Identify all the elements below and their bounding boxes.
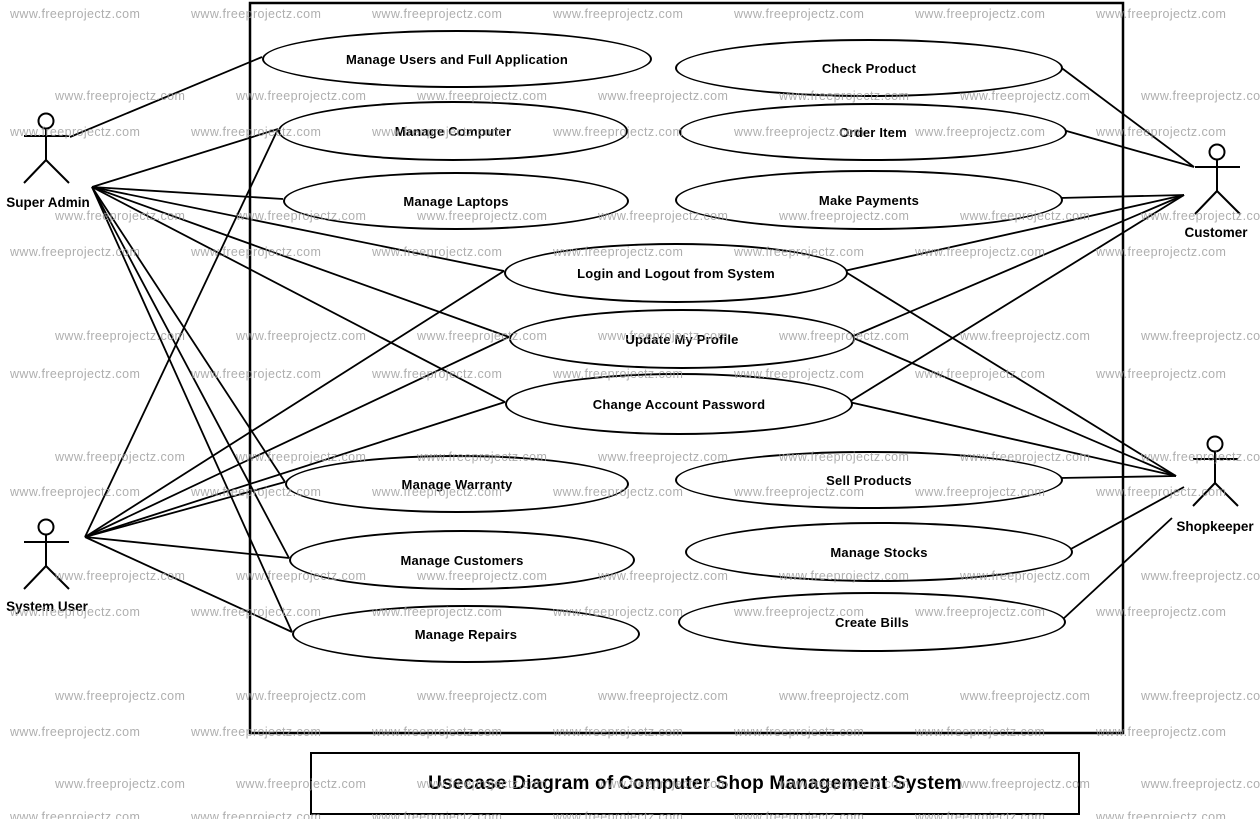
usecase-check-product: Check Product	[675, 39, 1063, 97]
association-customer--make-payments	[1058, 194, 1185, 199]
actor-label-shopkeeper: Shopkeeper	[1176, 519, 1254, 534]
usecase-login-logout: Login and Logout from System	[504, 243, 848, 303]
association-customer--change-password	[848, 194, 1185, 403]
actor-body-customer	[1194, 159, 1241, 215]
actor-head-super-admin	[37, 112, 55, 130]
association-shopkeeper--sell-products	[1058, 475, 1177, 479]
system-boundary	[248, 1, 1125, 735]
actor-body-shopkeeper	[1192, 451, 1239, 507]
association-system-user--manage-warranty	[84, 481, 286, 538]
association-system-user--login-logout	[84, 270, 505, 538]
actor-figure-super-admin	[23, 112, 70, 184]
association-super-admin--manage-customers	[91, 186, 290, 559]
association-system-user--change-password	[84, 401, 506, 538]
association-customer--login-logout	[843, 194, 1185, 272]
association-super-admin--login-logout	[91, 186, 505, 272]
actor-figure-customer	[1194, 143, 1241, 215]
actor-label-system-user: System User	[6, 599, 88, 614]
association-customer--order-item	[1062, 129, 1195, 168]
association-system-user--update-profile	[84, 336, 510, 538]
association-super-admin--manage-users	[69, 56, 263, 138]
actor-label-super-admin: Super Admin	[6, 195, 90, 210]
actor-body-system-user	[23, 534, 70, 590]
actor-body-super-admin	[23, 128, 70, 184]
association-shopkeeper--manage-stocks	[1068, 486, 1185, 551]
association-shopkeeper--login-logout	[843, 270, 1177, 477]
actor-head-system-user	[37, 518, 55, 536]
association-super-admin--manage-repairs	[91, 186, 293, 633]
diagram-title: Usecase Diagram of Computer Shop Managem…	[428, 772, 962, 794]
actor-figure-system-user	[23, 518, 70, 590]
actor-label-customer: Customer	[1184, 225, 1248, 240]
usecase-manage-stocks: Manage Stocks	[685, 522, 1073, 582]
association-customer--update-profile	[850, 194, 1185, 338]
association-super-admin--manage-warranty	[91, 186, 286, 483]
actor-head-customer	[1208, 143, 1226, 161]
usecase-manage-customers: Manage Customers	[289, 530, 635, 590]
usecase-make-payments: Make Payments	[675, 170, 1063, 230]
actor-figures	[23, 112, 1241, 590]
usecase-manage-warranty: Manage Warranty	[285, 455, 629, 513]
usecase-manage-computer: Manage Computer	[278, 101, 628, 161]
association-super-admin--manage-computer	[91, 128, 279, 188]
usecase-create-bills: Create Bills	[678, 592, 1066, 652]
actor-figure-shopkeeper	[1192, 435, 1239, 507]
association-super-admin--change-password	[91, 186, 506, 403]
association-system-user--manage-repairs	[84, 536, 293, 633]
usecase-manage-users: Manage Users and Full Application	[262, 30, 652, 88]
association-shopkeeper--change-password	[848, 401, 1177, 477]
association-customer--check-product	[1058, 65, 1195, 168]
association-lines	[69, 56, 1195, 633]
title-box: Usecase Diagram of Computer Shop Managem…	[310, 752, 1080, 815]
association-system-user--manage-computer	[84, 128, 279, 538]
usecase-update-profile: Update My Profile	[509, 309, 855, 369]
usecase-manage-repairs: Manage Repairs	[292, 605, 640, 663]
association-shopkeeper--create-bills	[1061, 517, 1173, 621]
usecase-sell-products: Sell Products	[675, 451, 1063, 509]
actor-head-shopkeeper	[1206, 435, 1224, 453]
association-system-user--manage-customers	[84, 536, 290, 559]
usecase-change-password: Change Account Password	[505, 373, 853, 435]
usecase-manage-laptops: Manage Laptops	[283, 172, 629, 230]
usecase-order-item: Order Item	[679, 103, 1067, 161]
